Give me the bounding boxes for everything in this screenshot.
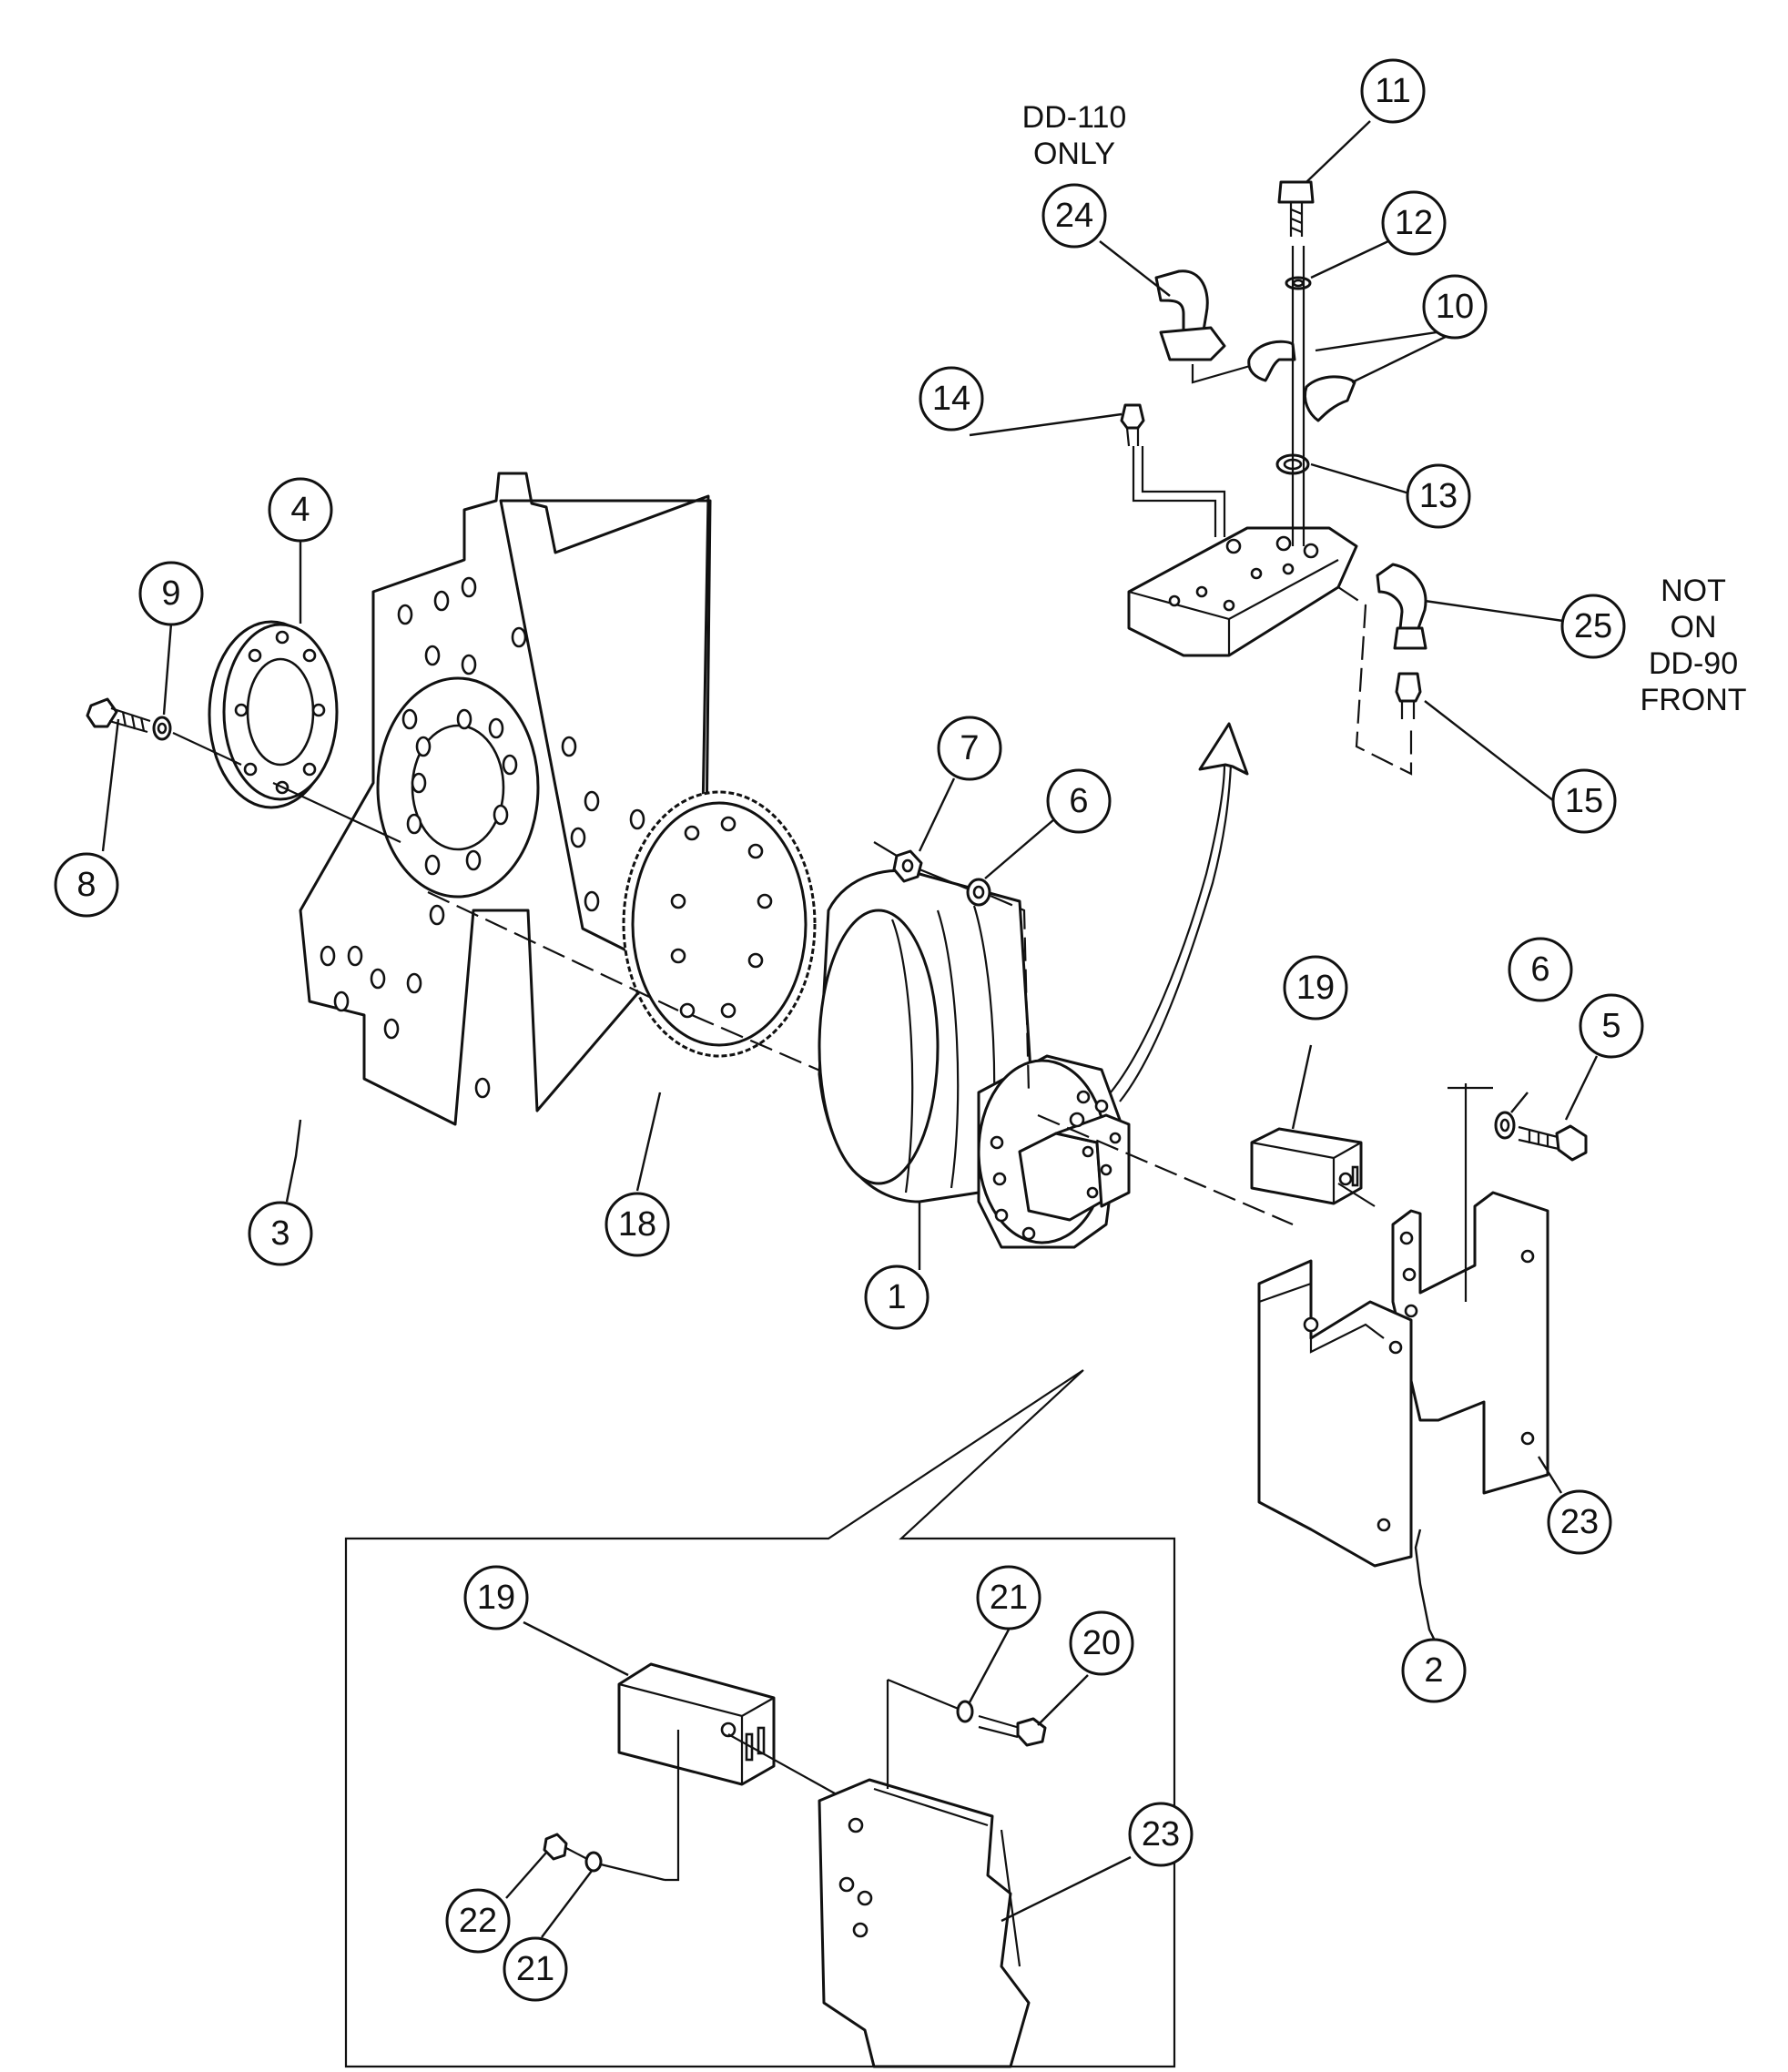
callout-6-right: 6 (1508, 937, 1573, 1002)
callout-24: 24 (1041, 183, 1107, 249)
svg-text:13: 13 (1419, 477, 1458, 515)
callout-19-top: 19 (1283, 955, 1348, 1021)
callout-14: 14 (919, 366, 984, 432)
callout-7: 7 (937, 716, 1002, 781)
fitting-part-15 (1395, 672, 1422, 719)
svg-text:NOT: NOT (1661, 574, 1726, 608)
callout-5: 5 (1579, 993, 1644, 1059)
clamp-halves-part-10 (1247, 340, 1356, 422)
callout-23-top: 23 (1547, 1489, 1612, 1555)
callout-4: 4 (268, 477, 333, 543)
svg-text:10: 10 (1436, 288, 1474, 326)
svg-text:2: 2 (1424, 1651, 1443, 1690)
washer-part-21-lower (584, 1851, 603, 1873)
leader-lines (101, 120, 1599, 1938)
bracket-part-2 (1257, 1259, 1413, 1568)
callout-12: 12 (1381, 190, 1447, 256)
callout-15: 15 (1551, 768, 1617, 834)
svg-text:ON: ON (1671, 610, 1717, 645)
elbow-fitting-part-25 (1376, 563, 1427, 650)
callout-20: 20 (1069, 1610, 1134, 1676)
svg-text:9: 9 (161, 574, 180, 613)
motor-assembly-part-1 (818, 722, 1249, 1249)
bolt-part-5 (1518, 1124, 1588, 1162)
callout-1: 1 (864, 1265, 930, 1330)
callout-2: 2 (1401, 1638, 1467, 1703)
svg-text:ONLY: ONLY (1033, 137, 1115, 171)
callout-21-detail-bottom: 21 (503, 1936, 568, 2002)
note-dd110-only: DD-110 ONLY (1022, 100, 1127, 171)
bracket-part-23-top (1391, 1191, 1549, 1495)
svg-text:4: 4 (290, 491, 310, 529)
screw-part-11 (1277, 180, 1315, 237)
svg-text:FRONT: FRONT (1640, 683, 1746, 717)
callout-23-detail: 23 (1128, 1802, 1194, 1867)
svg-text:21: 21 (516, 1950, 554, 1988)
svg-text:6: 6 (1530, 950, 1549, 989)
svg-text:19: 19 (1296, 969, 1335, 1007)
svg-text:14: 14 (932, 380, 970, 418)
svg-text:22: 22 (459, 1902, 497, 1940)
svg-text:19: 19 (477, 1579, 515, 1617)
callout-25: 25 (1560, 594, 1626, 659)
flange-ring-part-4 (208, 620, 339, 809)
fitting-part-14 (1120, 403, 1145, 447)
callout-3: 3 (248, 1201, 313, 1266)
svg-text:23: 23 (1142, 1815, 1180, 1854)
mounting-plate-part-3 (299, 472, 712, 1126)
callout-11: 11 (1360, 58, 1426, 124)
svg-text:21: 21 (990, 1579, 1028, 1617)
washer-part-6-top (966, 878, 991, 907)
svg-text:5: 5 (1601, 1007, 1620, 1045)
svg-text:DD-110: DD-110 (1022, 100, 1127, 135)
callout-6-top: 6 (1046, 768, 1112, 834)
svg-text:15: 15 (1565, 782, 1603, 820)
callout-18: 18 (604, 1192, 670, 1257)
svg-text:8: 8 (76, 866, 96, 904)
callout-21-detail-top: 21 (976, 1565, 1041, 1630)
svg-text:6: 6 (1069, 782, 1088, 820)
fitting-part-24 (1154, 269, 1226, 361)
svg-text:7: 7 (960, 729, 979, 767)
washer-part-6-right (1494, 1111, 1516, 1140)
svg-text:3: 3 (270, 1214, 290, 1253)
nut-part-7 (892, 849, 923, 883)
washer-part-21-detail (956, 1700, 974, 1723)
svg-text:11: 11 (1375, 72, 1410, 110)
nut-part-22 (543, 1833, 568, 1861)
bolt-part-8 (86, 697, 151, 734)
svg-text:12: 12 (1395, 204, 1433, 242)
callout-10: 10 (1422, 274, 1488, 340)
detail-inset (344, 1369, 1176, 2068)
svg-text:25: 25 (1574, 607, 1612, 645)
svg-text:23: 23 (1560, 1503, 1599, 1541)
sensor-part-19-top (1250, 1127, 1363, 1205)
manifold-block (1127, 526, 1358, 657)
washer-part-9 (152, 716, 172, 741)
svg-text:1: 1 (887, 1278, 906, 1316)
bracket-part-23-detail (818, 1778, 1031, 2068)
note-not-on-dd90-front: NOT ON DD-90 FRONT (1640, 574, 1746, 717)
callout-bubbles: 1 2 3 4 5 6 6 7 8 9 10 11 12 13 14 15 18… (54, 58, 1644, 2002)
svg-text:DD-90: DD-90 (1649, 646, 1738, 681)
washer-part-12 (1285, 276, 1312, 290)
ring-gear-part-18 (622, 790, 817, 1058)
svg-text:18: 18 (618, 1205, 656, 1244)
svg-text:24: 24 (1055, 197, 1093, 235)
callout-22: 22 (445, 1888, 511, 1954)
screw-part-20 (978, 1714, 1047, 1747)
callout-8: 8 (54, 852, 119, 918)
svg-text:20: 20 (1082, 1624, 1121, 1662)
callout-9: 9 (138, 561, 204, 626)
sensor-part-19-detail (617, 1662, 776, 1786)
callout-19-detail: 19 (463, 1565, 529, 1630)
callout-13: 13 (1406, 463, 1471, 529)
